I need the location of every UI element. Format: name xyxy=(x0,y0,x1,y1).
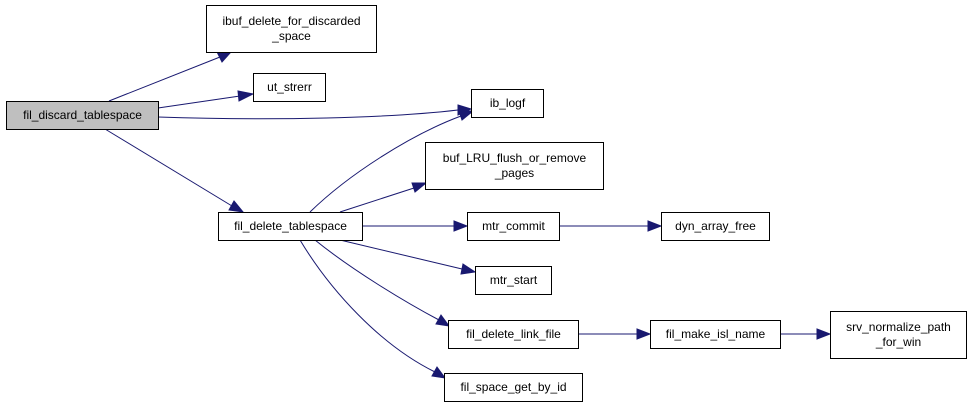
node-box xyxy=(661,212,770,241)
edge-fil_discard_tablespace-to-ut_strerr xyxy=(157,90,255,109)
edge-fil_delete_link_file-to-fil_make_isl_name xyxy=(578,328,652,340)
edge-line xyxy=(157,95,241,109)
node-ut_strerr[interactable]: ut_strerr xyxy=(253,73,326,102)
arrowhead-icon xyxy=(431,366,447,379)
edge-line xyxy=(339,187,415,213)
edge-fil_discard_tablespace-to-ib_logf xyxy=(157,104,473,120)
node-box xyxy=(444,373,583,402)
edge-line xyxy=(157,109,459,120)
arrowhead-icon xyxy=(647,220,663,232)
node-label: mtr_commit xyxy=(482,219,545,233)
node-fil_space_get_by_id[interactable]: fil_space_get_by_id xyxy=(444,373,583,402)
node-label: _space xyxy=(271,29,311,43)
node-label: buf_LRU_flush_or_remove xyxy=(443,151,587,165)
node-label: ib_logf xyxy=(490,96,526,110)
edge-line xyxy=(314,239,440,321)
node-label: fil_discard_tablespace xyxy=(23,108,142,122)
edge-fil_delete_tablespace-to-ib_logf xyxy=(309,110,475,213)
edge-line xyxy=(309,115,462,213)
node-mtr_start[interactable]: mtr_start xyxy=(475,266,552,295)
node-box xyxy=(218,212,363,241)
edge-fil_delete_tablespace-to-fil_delete_link_file xyxy=(314,239,451,327)
node-fil_discard_tablespace[interactable]: fil_discard_tablespace xyxy=(6,101,159,130)
edge-line xyxy=(299,239,436,373)
node-ib_logf[interactable]: ib_logf xyxy=(471,89,544,118)
arrowhead-icon xyxy=(460,263,477,275)
node-dyn_array_free[interactable]: dyn_array_free xyxy=(661,212,770,241)
node-label: ibuf_delete_for_discarded xyxy=(222,14,360,28)
node-label: fil_delete_tablespace xyxy=(234,219,347,233)
arrowhead-icon xyxy=(228,200,245,213)
node-box xyxy=(206,5,377,53)
arrowhead-icon xyxy=(237,90,255,102)
call-edges xyxy=(104,51,832,379)
node-ibuf_delete_for_discarded_space[interactable]: ibuf_delete_for_discarded_space xyxy=(206,5,377,53)
node-label: dyn_array_free xyxy=(675,219,756,233)
edge-fil_delete_tablespace-to-mtr_start xyxy=(339,239,477,275)
node-fil_make_isl_name[interactable]: fil_make_isl_name xyxy=(650,320,781,349)
edge-fil_delete_tablespace-to-mtr_commit xyxy=(362,220,469,232)
node-srv_normalize_path_for_win[interactable]: srv_normalize_path_for_win xyxy=(830,311,967,359)
node-fil_delete_tablespace[interactable]: fil_delete_tablespace xyxy=(218,212,363,241)
node-box xyxy=(425,142,604,190)
node-box xyxy=(448,320,579,349)
node-label: mtr_start xyxy=(490,273,538,287)
node-box xyxy=(253,73,326,102)
node-label: fil_make_isl_name xyxy=(666,327,766,341)
node-box xyxy=(830,311,967,359)
node-label: _for_win xyxy=(875,335,921,349)
arrowhead-icon xyxy=(435,314,451,327)
function-nodes: fil_discard_tablespace ibuf_delete_for_di… xyxy=(6,5,967,402)
node-fil_delete_link_file[interactable]: fil_delete_link_file xyxy=(448,320,579,349)
node-box xyxy=(471,89,544,118)
arrowhead-icon xyxy=(458,110,475,121)
edge-line xyxy=(104,128,233,207)
node-box xyxy=(475,266,552,295)
edge-fil_delete_tablespace-to-fil_space_get_by_id xyxy=(299,239,447,379)
node-box xyxy=(6,101,159,130)
edge-fil_delete_tablespace-to-buf_LRU_flush_or_remove_pages xyxy=(339,182,428,213)
node-label: fil_delete_link_file xyxy=(466,327,561,341)
edge-line xyxy=(339,239,463,270)
edge-fil_discard_tablespace-to-ibuf_delete_for_discarded_space xyxy=(108,51,232,102)
edge-fil_discard_tablespace-to-fil_delete_tablespace xyxy=(104,128,245,213)
arrowhead-icon xyxy=(216,51,232,63)
node-mtr_commit[interactable]: mtr_commit xyxy=(467,212,560,241)
node-buf_LRU_flush_or_remove_pages[interactable]: buf_LRU_flush_or_remove_pages xyxy=(425,142,604,190)
node-label: ut_strerr xyxy=(267,80,312,94)
arrowhead-icon xyxy=(411,182,428,193)
node-box xyxy=(467,212,560,241)
edge-mtr_commit-to-dyn_array_free xyxy=(559,220,663,232)
edge-line xyxy=(108,56,221,102)
arrowhead-icon xyxy=(636,328,652,340)
arrowhead-icon xyxy=(453,220,469,232)
node-box xyxy=(650,320,781,349)
arrowhead-icon xyxy=(816,328,832,340)
node-label: _pages xyxy=(494,166,534,180)
edge-fil_make_isl_name-to-srv_normalize_path_for_win xyxy=(780,328,832,340)
node-label: srv_normalize_path xyxy=(846,320,951,334)
node-label: fil_space_get_by_id xyxy=(460,380,566,394)
